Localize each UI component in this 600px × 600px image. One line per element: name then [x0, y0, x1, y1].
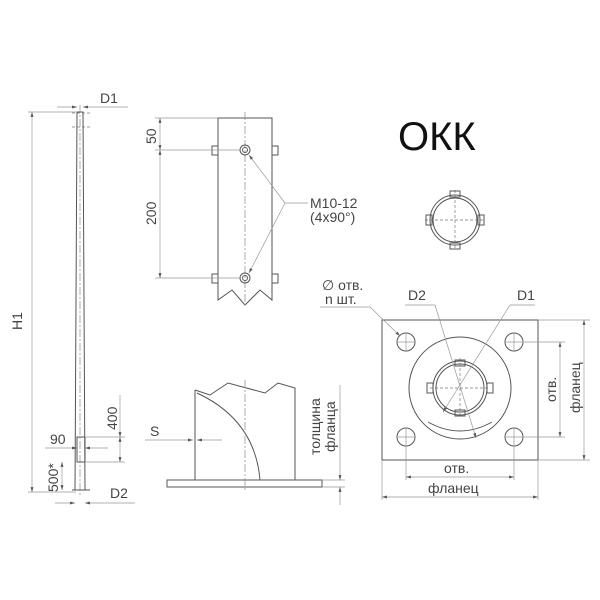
bolt-spec-label: M10-12	[310, 195, 358, 211]
flange-plan-view: ∅ отв. n шт. D2 D1 отв. фланец отв. флан…	[320, 277, 590, 500]
s-label: S	[150, 423, 159, 439]
flange-d2-label: D2	[408, 287, 426, 303]
product-title: ОКК	[398, 115, 476, 159]
holes-span-horizontal-label: отв.	[444, 460, 469, 476]
flange-width-vertical-label: фланец	[567, 362, 583, 413]
thickness-label-2: фланца	[322, 401, 338, 452]
bolt-layout-label: (4x90°)	[310, 209, 355, 225]
flange-width-horizontal-label: фланец	[428, 480, 479, 496]
hole-count-label: n шт.	[325, 291, 357, 307]
dim-400-label: 400	[104, 406, 120, 430]
thickness-label-1: толщина	[307, 398, 323, 455]
tube-section-view	[425, 190, 485, 250]
bolt-detail-view: 50 200 M10-12 (4x90°)	[143, 112, 358, 306]
dim-50-label: 50	[143, 128, 159, 144]
pole-d1-label: D1	[100, 90, 118, 106]
base-side-view: S толщина фланца	[145, 380, 345, 505]
pole-d2-label: D2	[110, 485, 128, 501]
dim-90-label: 90	[50, 431, 66, 447]
hole-diameter-label: ∅ отв.	[322, 277, 363, 293]
h1-label: H1	[9, 312, 25, 330]
dim-500-label: 500*	[45, 463, 61, 492]
flange-d1-label: D1	[517, 287, 535, 303]
dim-200-label: 200	[143, 201, 159, 225]
holes-span-vertical-label: отв.	[543, 377, 559, 402]
pole-view: H1 D1 90 400 500* D2	[9, 90, 135, 505]
